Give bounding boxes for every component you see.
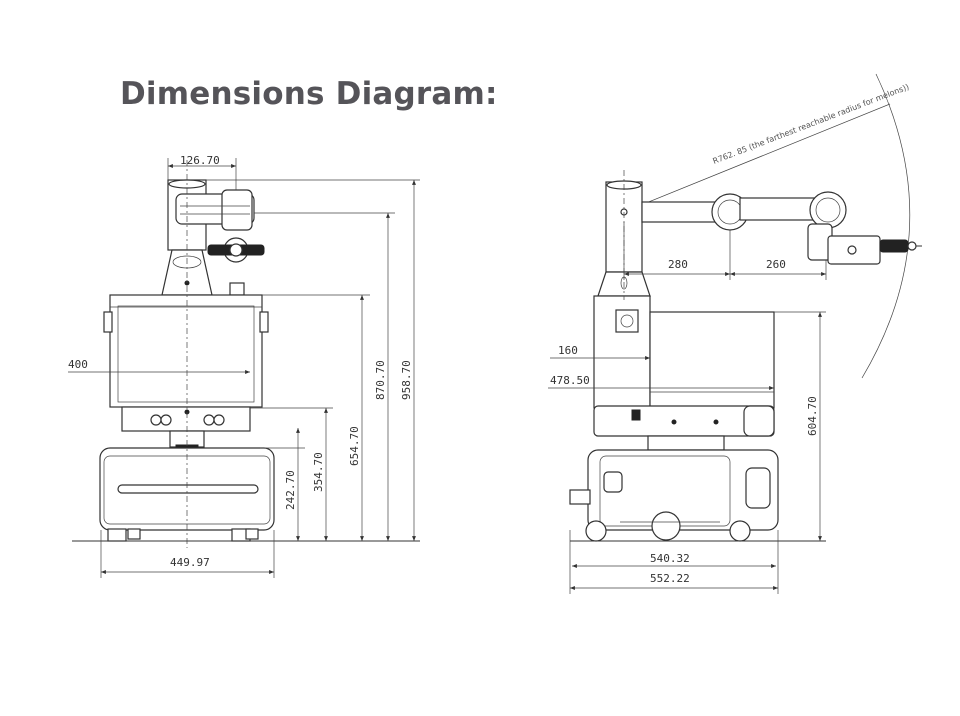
side-reach-arc	[861, 73, 911, 379]
side-base	[569, 449, 779, 542]
front-base	[99, 447, 275, 542]
dim-front-h2-label: 354.70	[312, 452, 325, 492]
dim-side-arm: 280 260	[623, 222, 827, 280]
front-arm-head	[161, 179, 265, 296]
dim-side-offset-1-label: 160	[558, 344, 578, 357]
dim-side-base-1-label: 540.32	[650, 552, 690, 565]
dim-front-h5-label: 958.70	[400, 360, 413, 400]
front-view: 126.70 400 449.97 242.70 354.70	[68, 154, 420, 578]
front-waist	[121, 406, 251, 459]
side-reach-note-text: R762. 85 (the farthest reachable radius …	[711, 82, 910, 166]
dim-front-body-width-label: 400	[68, 358, 88, 371]
dim-front-base-width: 449.97	[100, 530, 275, 578]
dim-front-heights: 242.70 354.70 654.70 870.70 958.70	[206, 179, 420, 541]
side-reach-radius-line	[623, 103, 891, 213]
dim-side-arm-1-label: 280	[668, 258, 688, 271]
dim-front-h3-label: 654.70	[348, 426, 361, 466]
side-view: R762. 85 (the farthest reachable radius …	[548, 73, 922, 594]
dim-front-h1-label: 242.70	[284, 470, 297, 510]
dim-front-base-width-label: 449.97	[170, 556, 210, 569]
dim-front-top-width: 126.70	[167, 154, 237, 190]
dim-side-height: 604.70	[774, 311, 826, 541]
dim-side-arm-2-label: 260	[766, 258, 786, 271]
dim-side-offsets: 160 478.50	[548, 344, 774, 390]
dim-side-base-2-label: 552.22	[650, 572, 690, 585]
dim-side-base: 540.32 552.22	[569, 530, 779, 594]
dim-front-top-width-label: 126.70	[180, 154, 220, 167]
side-reach-note: R762. 85 (the farthest reachable radius …	[711, 82, 910, 166]
front-main-body	[103, 294, 269, 408]
dim-front-h4-label: 870.70	[374, 360, 387, 400]
side-main-body	[593, 295, 775, 451]
dim-side-offset-2-label: 478.50	[550, 374, 590, 387]
side-arm	[641, 191, 922, 265]
dim-front-body-width: 400	[68, 358, 250, 374]
dim-side-height-label: 604.70	[806, 396, 819, 436]
page-title: Dimensions Diagram:	[120, 76, 498, 112]
